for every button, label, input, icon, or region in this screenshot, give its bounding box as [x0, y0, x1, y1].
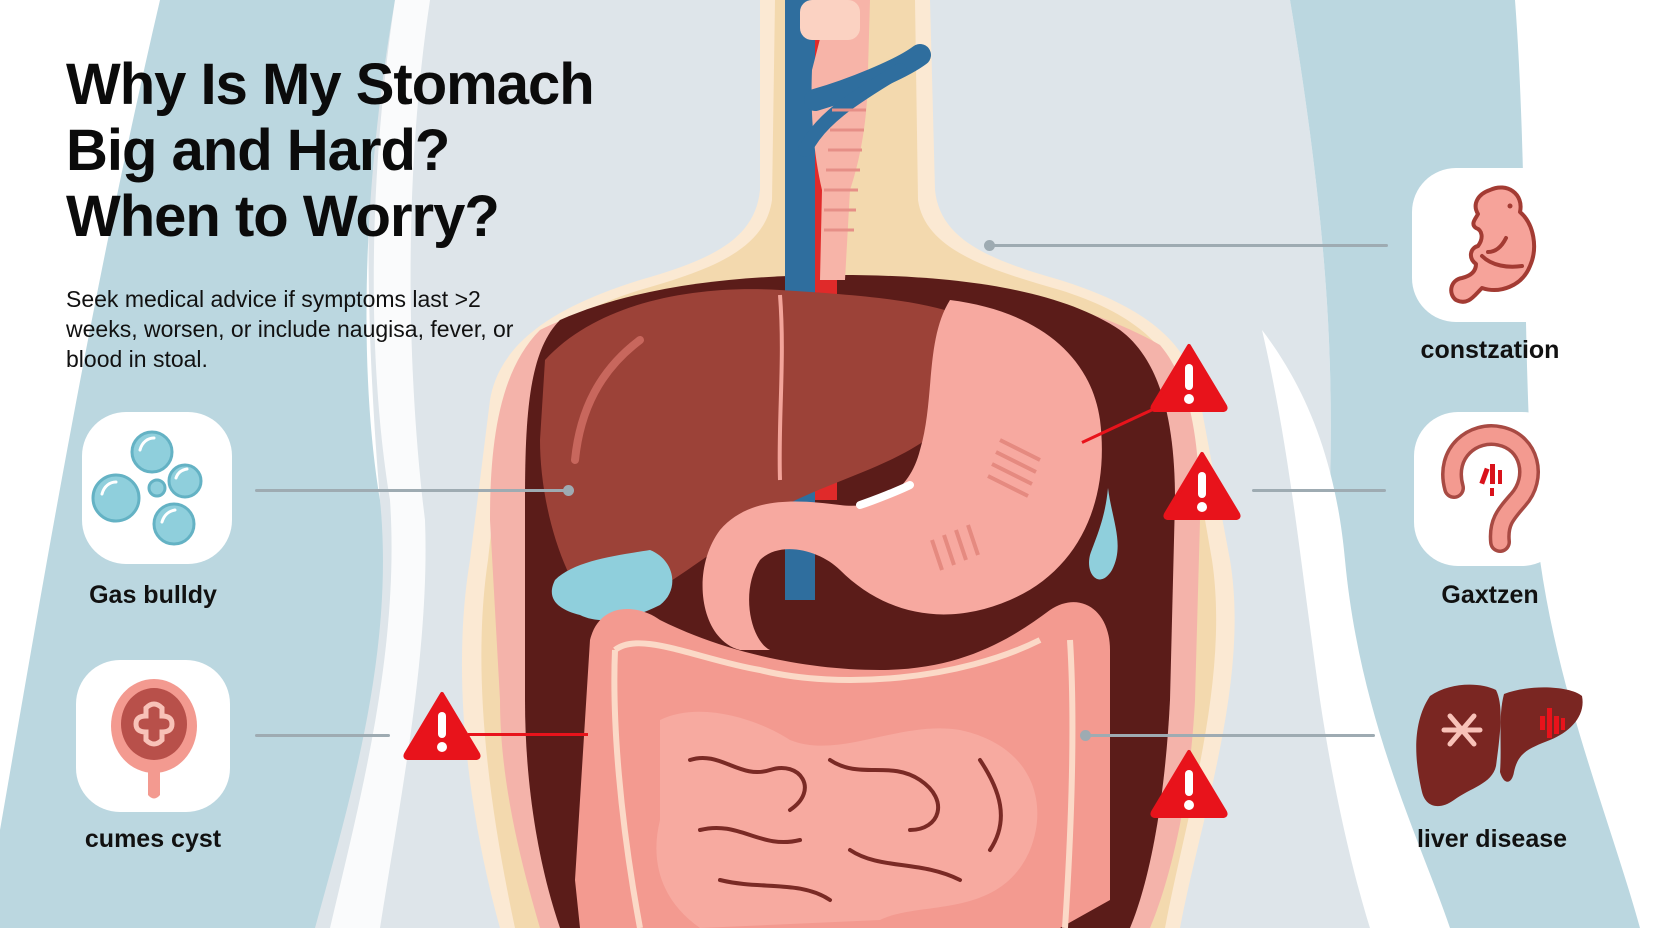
condition-card-cyst[interactable] — [76, 660, 230, 812]
gas-bubbles-icon — [91, 430, 203, 546]
condition-label-cyst: cumes cyst — [84, 825, 222, 853]
medical-advice-text: Seek medical advice if symptoms last >2 … — [66, 286, 514, 372]
title-line-1: Why Is My Stomach — [66, 52, 595, 117]
title-line-3: When to Worry? — [66, 184, 500, 249]
connector-line — [1252, 489, 1386, 492]
condition-label-liver: liver disease — [1416, 825, 1568, 853]
connector-line — [1085, 734, 1375, 737]
connector-dot — [1080, 730, 1091, 741]
connector-line — [255, 734, 390, 737]
connector-dot — [984, 240, 995, 251]
connector-dot — [563, 485, 574, 496]
diseased-liver-icon[interactable] — [1400, 676, 1590, 816]
warning-triangle-icon — [1163, 452, 1241, 520]
warning-triangle-icon — [1150, 750, 1228, 818]
intestine-hook-icon — [1441, 424, 1540, 553]
connector-line — [255, 489, 570, 492]
connector-line — [990, 244, 1388, 247]
condition-card-constipation[interactable] — [1412, 168, 1572, 322]
title-line-2: Big and Hard? — [66, 118, 450, 183]
fetus-icon — [1449, 185, 1537, 304]
condition-label-constipation: constzation — [1420, 336, 1560, 364]
page-title: Why Is My Stomach Big and Hard? When to … — [66, 52, 595, 250]
condition-label-gaxtzen: Gaxtzen — [1441, 581, 1539, 609]
warning-triangle-icon — [1150, 344, 1228, 412]
warning-pointer-line — [468, 733, 588, 736]
condition-label-gas: Gas bulldy — [89, 581, 217, 609]
condition-card-gas[interactable] — [82, 412, 232, 564]
ovarian-cyst-icon — [111, 679, 197, 799]
condition-card-gaxtzen[interactable] — [1414, 412, 1566, 566]
warning-triangle-icon — [403, 692, 481, 760]
